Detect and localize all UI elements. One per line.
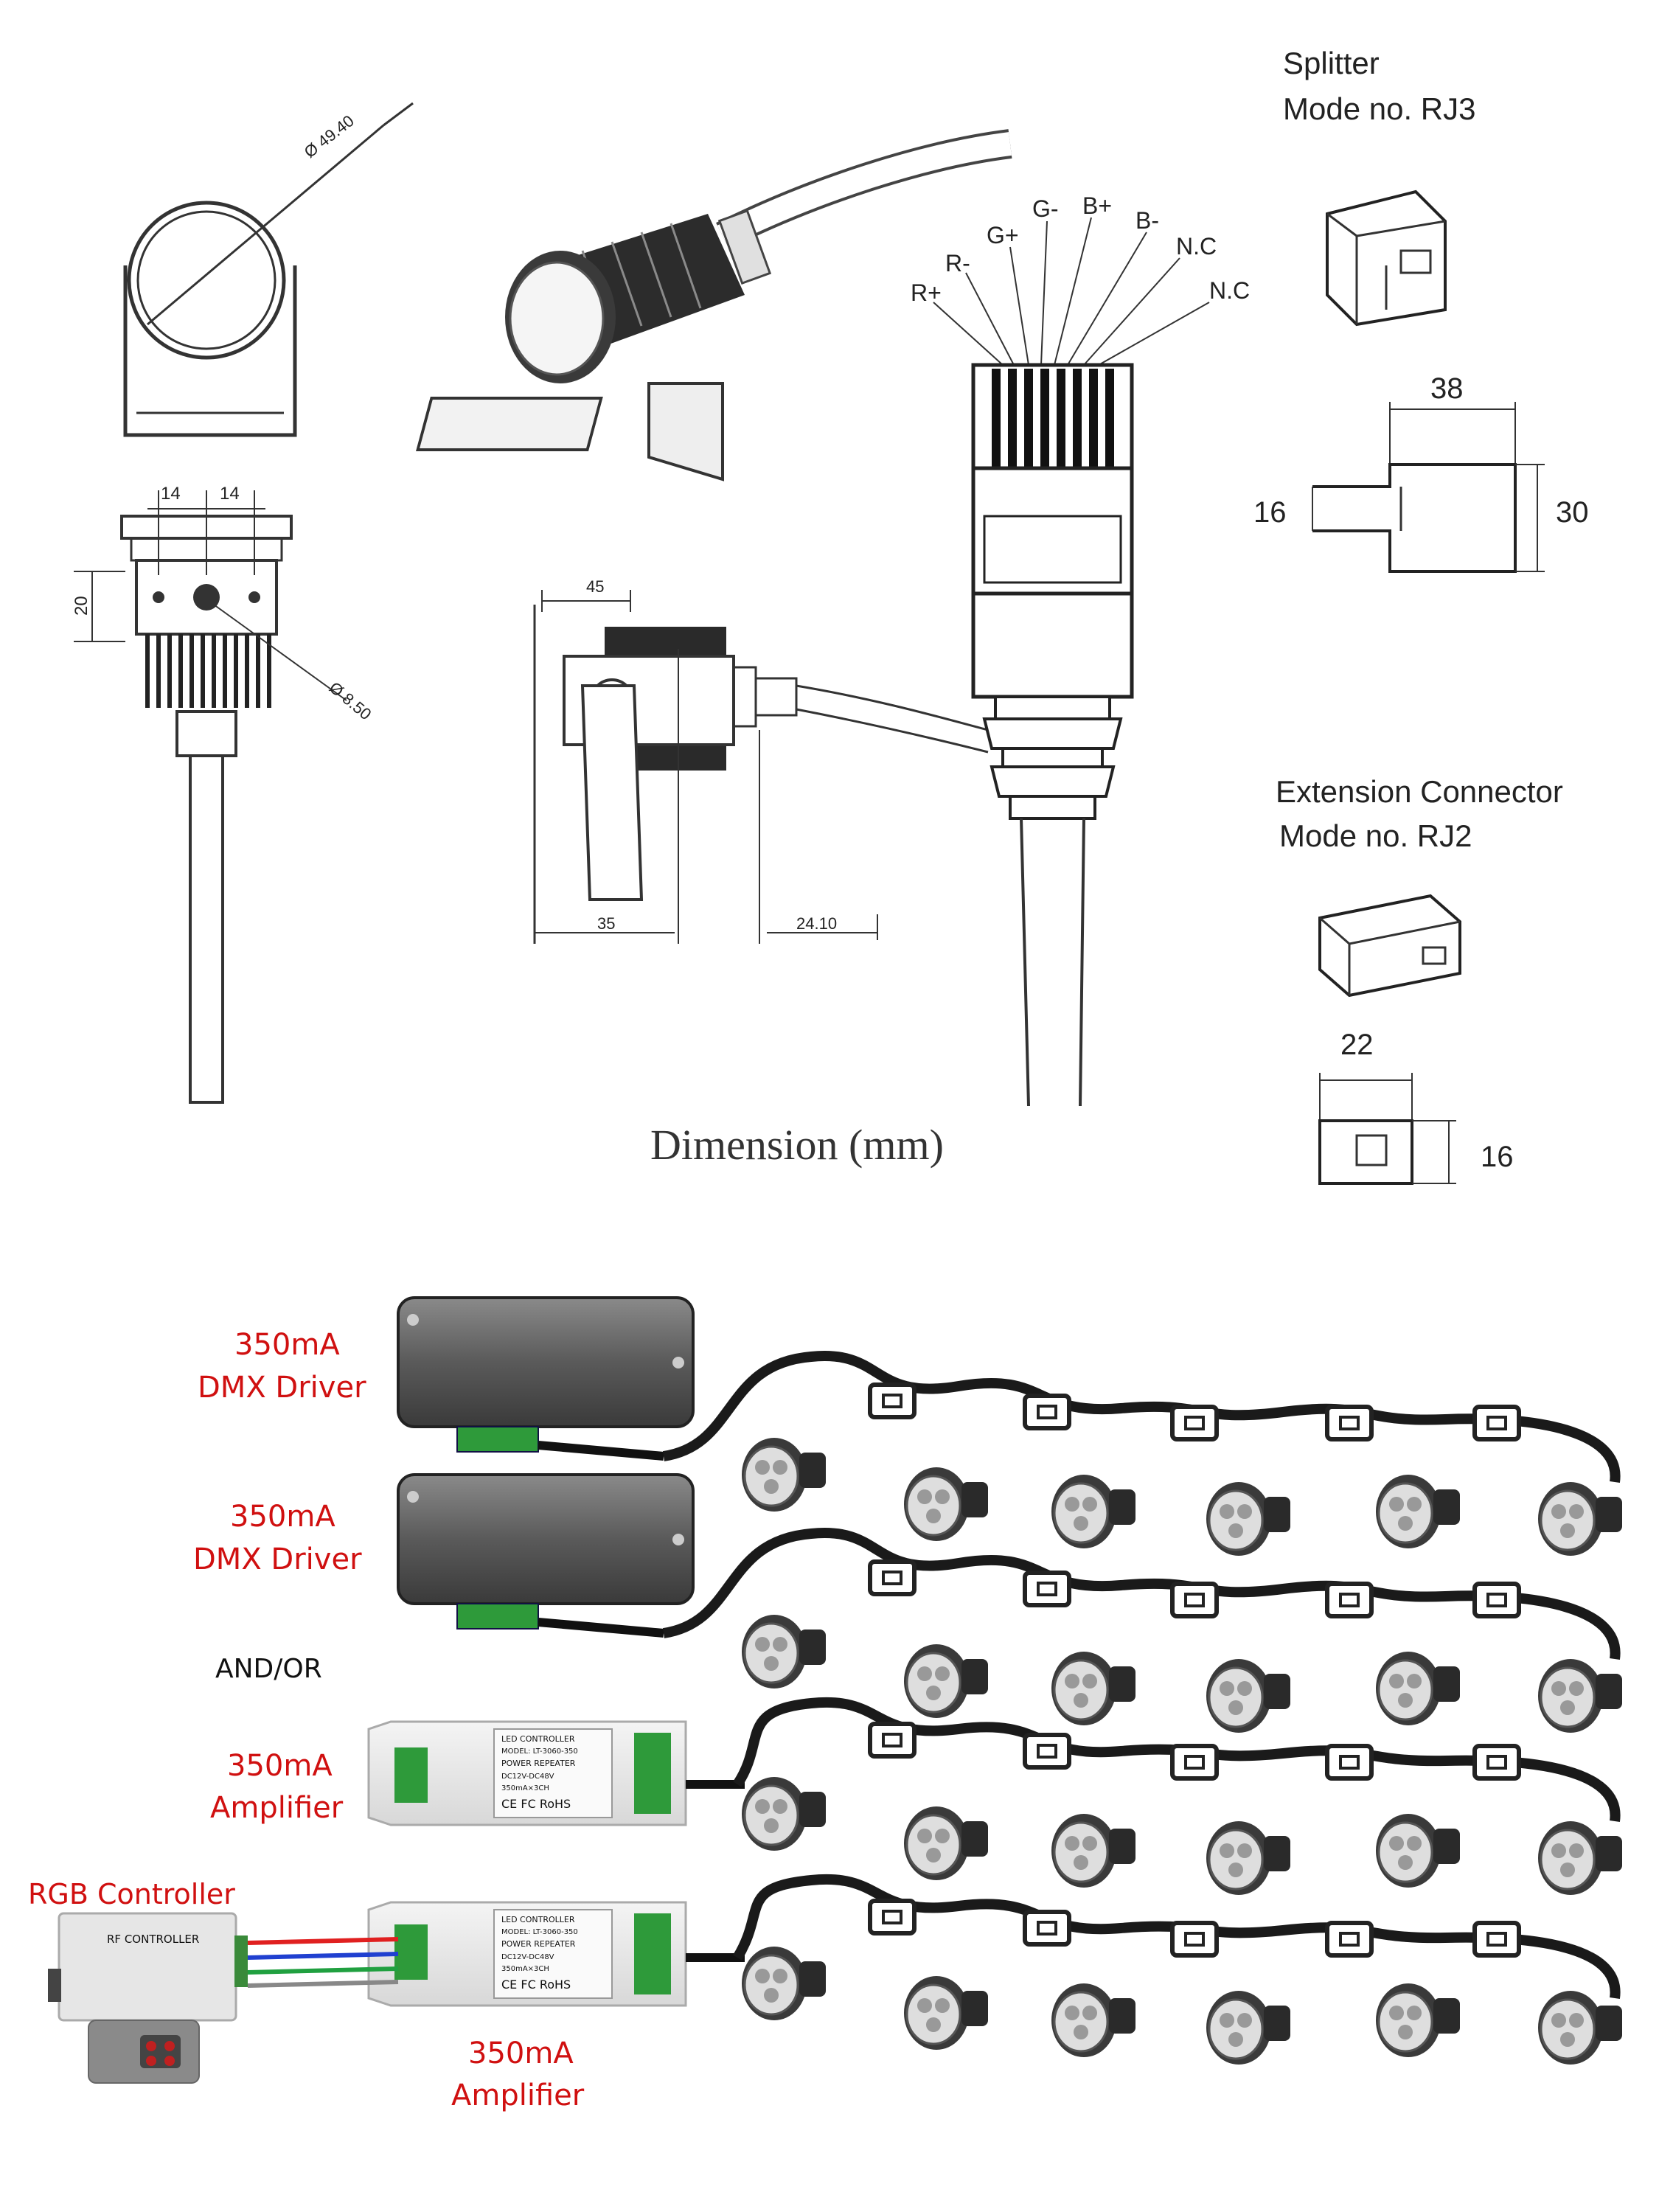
fixture-front-view — [123, 102, 414, 437]
amp1-face-line1: LED CONTROLLER — [501, 1734, 575, 1744]
amp2-face-line1: LED CONTROLLER — [501, 1915, 575, 1924]
amp2-label-current: 350mA — [468, 2037, 574, 2070]
pin-label-nc-2: N.C — [1209, 277, 1250, 304]
extension-dim-16: 16 — [1481, 1141, 1514, 1173]
extension-rj2-drawing — [1318, 894, 1461, 1185]
dim-width-45: 45 — [586, 577, 604, 596]
rgb-controller-face-text: RF CONTROLLER — [107, 1933, 199, 1946]
rgb-wires — [247, 1937, 399, 1988]
amp1-label-type: Amplifier — [210, 1791, 344, 1825]
dim-width-35: 35 — [597, 914, 615, 933]
extension-dim-22: 22 — [1340, 1029, 1374, 1061]
lamp-chain-row-4 — [733, 1874, 1624, 2066]
splitter-dim-38: 38 — [1430, 372, 1464, 405]
splitter-rj3-drawing — [1312, 189, 1545, 573]
amp1-face-line4: DC12V-DC48V — [501, 1773, 554, 1781]
rgb-controller — [48, 1912, 399, 2084]
amp1-face-line2: MODEL: LT-3060-350 — [501, 1747, 578, 1756]
driver2-label-type: DMX Driver — [193, 1543, 362, 1576]
amp1-face-line3: POWER REPEATER — [501, 1759, 576, 1768]
fixture-side-view — [74, 490, 347, 1104]
pin-label-g-plus: G+ — [987, 222, 1019, 248]
dim-height-20: 20 — [72, 596, 91, 616]
extension-title: Extension Connector — [1276, 774, 1563, 809]
amp2-label-type: Amplifier — [451, 2079, 585, 2112]
pin-label-g-minus: G- — [1032, 195, 1059, 222]
dmx-driver-1 — [397, 1296, 695, 1461]
dimension-title: Dimension (mm) — [650, 1121, 944, 1169]
amp2-face-line3: POWER REPEATER — [501, 1939, 576, 1949]
driver1-label-type: DMX Driver — [198, 1371, 366, 1405]
amplifier-1 — [367, 1720, 745, 1826]
amp2-face-line5: 350mA×3CH — [501, 1965, 549, 1973]
splitter-dim-16: 16 — [1253, 496, 1287, 529]
extension-model: Mode no. RJ2 — [1279, 818, 1472, 853]
amp1-face-line5: 350mA×3CH — [501, 1784, 549, 1792]
splitter-dim-30: 30 — [1556, 496, 1589, 529]
rgb-controller-label: RGB Controller — [28, 1878, 235, 1910]
amp2-face-line6: CE FC RoHS — [501, 1978, 571, 1992]
amp1-face-line6: CE FC RoHS — [501, 1797, 571, 1811]
dim-width-24-10: 24.10 — [796, 914, 837, 933]
fixture-profile-view — [533, 590, 989, 944]
splitter-model: Mode no. RJ3 — [1283, 91, 1475, 126]
amplifier-2 — [367, 1901, 745, 2007]
and-or-label: AND/OR — [215, 1654, 322, 1684]
dmx-driver-2 — [397, 1473, 695, 1638]
pin-label-r-plus: R+ — [911, 279, 942, 306]
driver1-label-current: 350mA — [234, 1328, 340, 1362]
lamp-chain-row-2 — [662, 1528, 1624, 1734]
lamp-chain-row-1 — [662, 1351, 1624, 1557]
pin-label-b-plus: B+ — [1082, 192, 1112, 219]
pin-label-b-minus: B- — [1135, 207, 1159, 234]
fixture-3d-view — [416, 129, 1012, 481]
driver2-label-current: 350mA — [230, 1500, 335, 1534]
splitter-title: Splitter — [1283, 46, 1380, 80]
pin-label-nc-1: N.C — [1176, 233, 1217, 260]
amp2-face-line4: DC12V-DC48V — [501, 1953, 554, 1961]
pin-label-r-minus: R- — [945, 250, 970, 276]
lamp-chain-row-3 — [733, 1697, 1624, 1896]
amp2-face-line2: MODEL: LT-3060-350 — [501, 1928, 578, 1936]
dim-diameter-hole: Ø 8.50 — [326, 678, 375, 724]
amp1-label-current: 350mA — [227, 1749, 333, 1783]
dim-width-14-left: 14 — [161, 484, 181, 504]
rj-plug — [933, 217, 1210, 1107]
dim-width-14-right: 14 — [220, 484, 240, 504]
